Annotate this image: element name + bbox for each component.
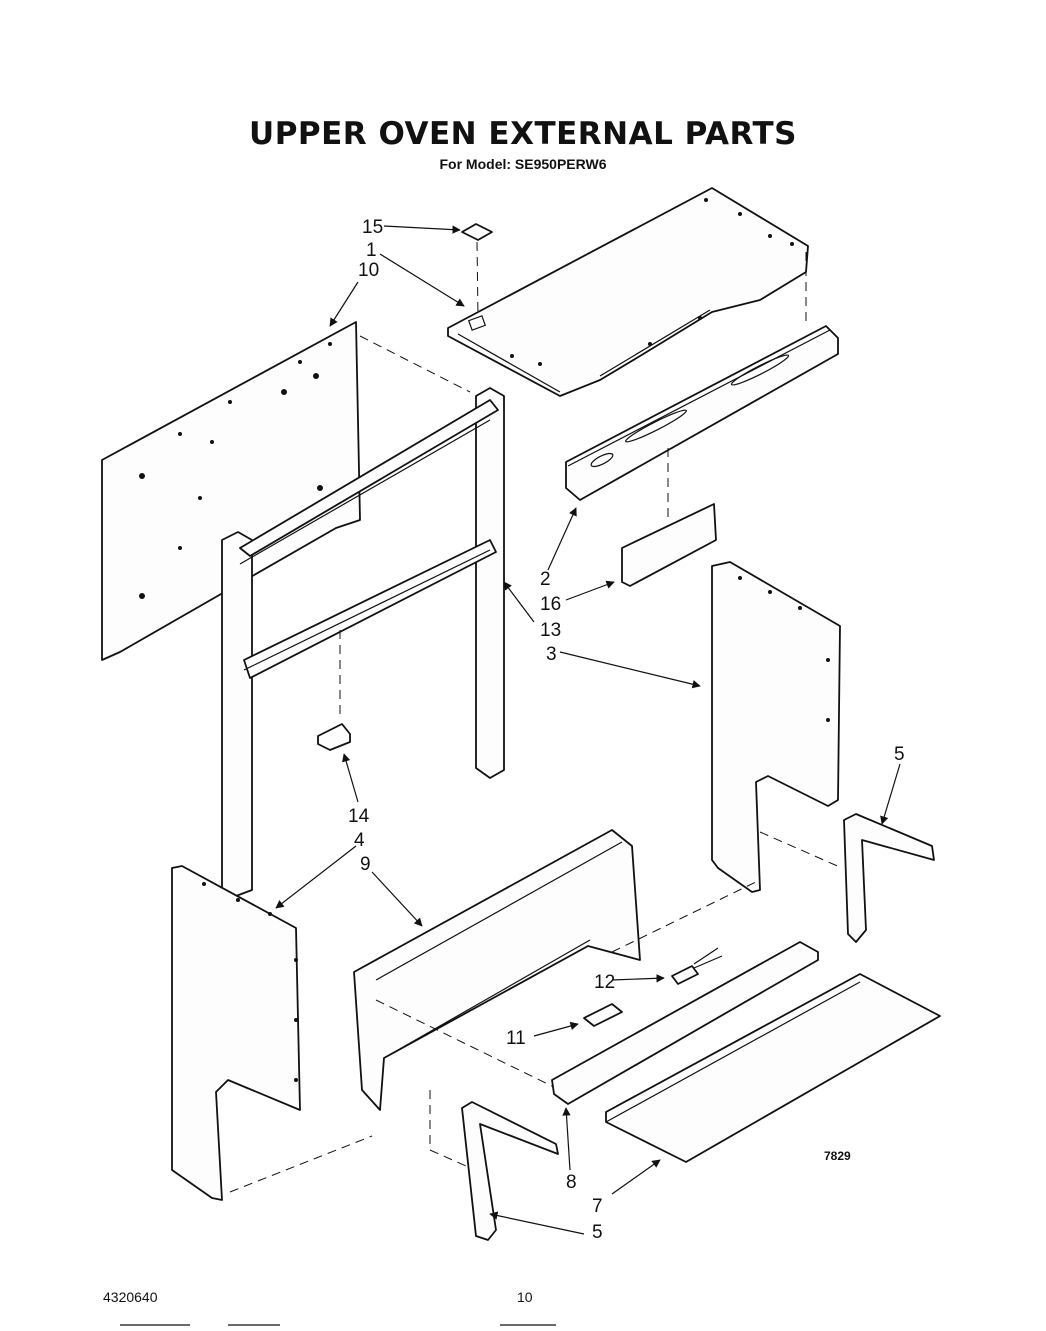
callout-15: 15 <box>362 217 383 238</box>
callout-5-lower: 5 <box>592 1222 603 1243</box>
callout-5-right: 5 <box>894 744 905 765</box>
callout-3: 3 <box>546 644 557 665</box>
page-number: 10 <box>517 1289 533 1305</box>
part-10-rear-panel <box>101 321 361 661</box>
callout-10: 10 <box>358 260 379 281</box>
illustration-code: 7829 <box>824 1149 851 1163</box>
callout-4: 4 <box>354 830 365 851</box>
part-5-lower-trim <box>461 1101 559 1241</box>
part-11-lamp <box>583 1003 623 1027</box>
part-14-bracket <box>317 723 351 751</box>
callout-7: 7 <box>592 1196 603 1217</box>
part-15-clip <box>461 223 493 241</box>
part-8-rail <box>551 941 819 1105</box>
callout-8: 8 <box>566 1172 577 1193</box>
part-4-left-side-panel <box>171 865 301 1201</box>
callout-1: 1 <box>366 240 377 261</box>
part-16-bracket <box>621 503 717 587</box>
part-2-channel <box>565 325 839 501</box>
model-subtitle: For Model: SE950PERW6 <box>439 156 607 172</box>
callout-9: 9 <box>360 854 371 875</box>
callout-12: 12 <box>594 972 615 993</box>
part-13-frame <box>221 387 505 897</box>
page-title: UPPER OVEN EXTERNAL PARTS <box>249 116 797 152</box>
callout-13: 13 <box>540 620 561 641</box>
callout-16: 16 <box>540 594 561 615</box>
part-12-connector <box>671 947 723 985</box>
callout-11: 11 <box>506 1028 526 1049</box>
document-number: 4320640 <box>103 1289 158 1305</box>
callout-2: 2 <box>540 569 551 590</box>
part-1-top-panel <box>447 187 809 397</box>
part-3-right-side-panel <box>711 561 841 893</box>
part-7-tray <box>605 973 941 1163</box>
callout-14: 14 <box>348 806 370 827</box>
part-9-front-panel <box>353 829 641 1111</box>
part-5-right-trim <box>843 813 935 943</box>
